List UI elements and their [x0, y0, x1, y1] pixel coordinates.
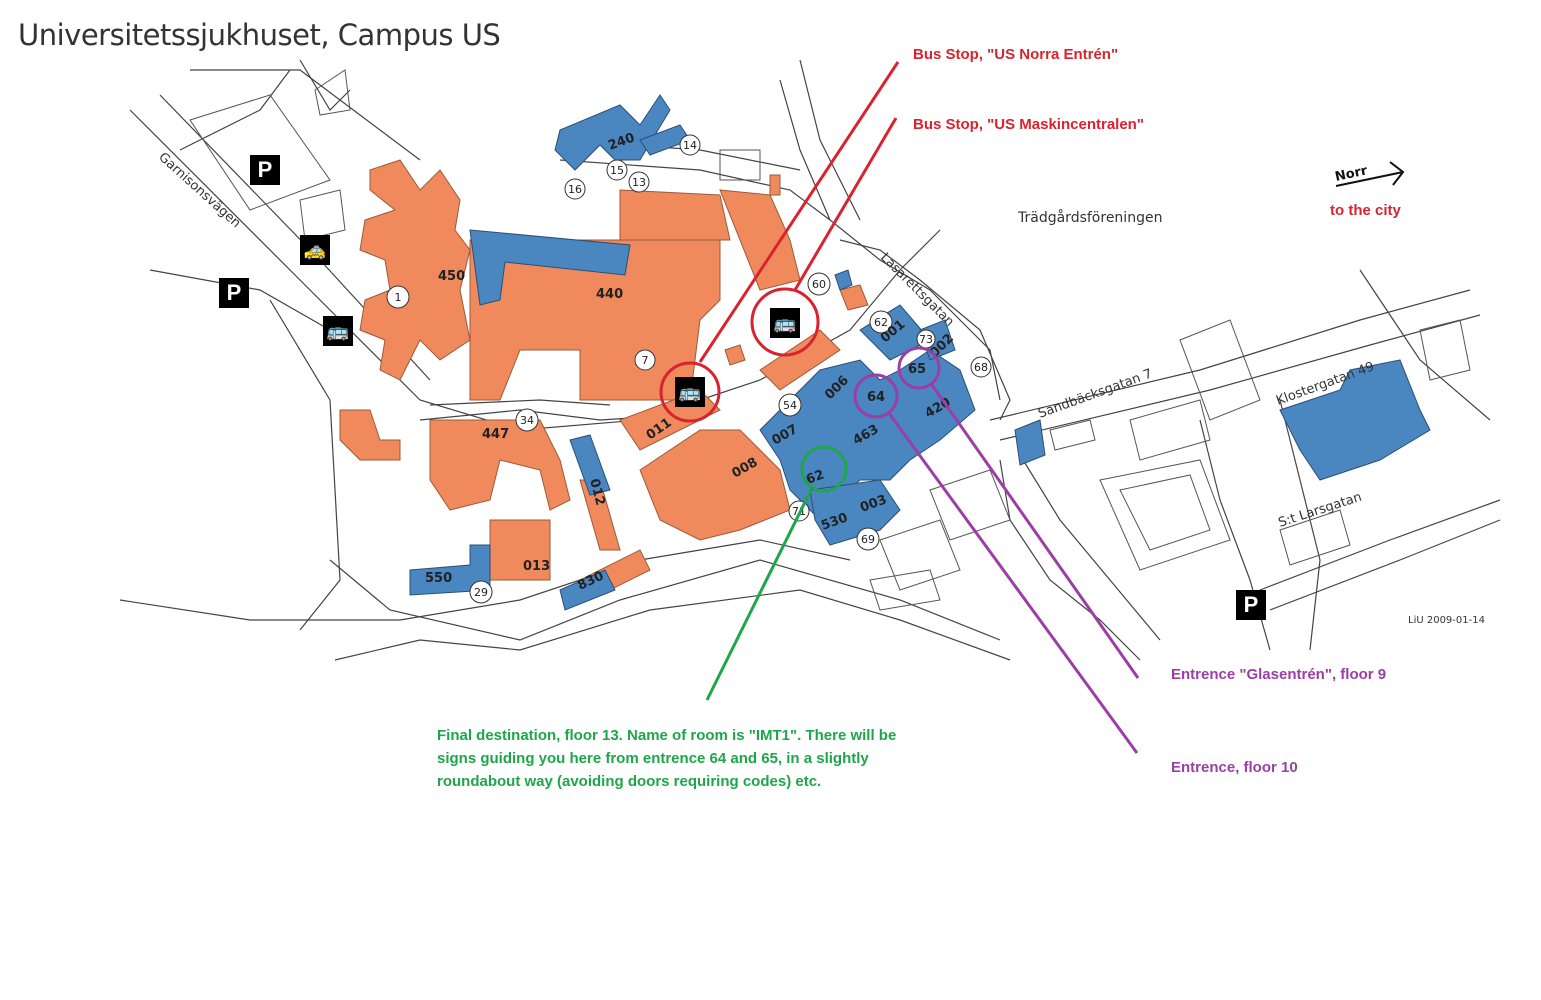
orange-buildings	[339, 159, 869, 601]
destination-marker	[705, 445, 848, 701]
blue-buildings	[409, 94, 1431, 611]
place-tradgard: Trädgårdsföreningen	[1018, 210, 1163, 226]
taxi-icon: 🚕	[300, 235, 330, 265]
marker-15: 15	[610, 164, 624, 177]
marker-62: 62	[874, 316, 888, 329]
marker-34: 34	[520, 414, 534, 427]
outline-buildings	[189, 69, 1471, 611]
entrance-glasentren-label: Entrence "Glasentrén", floor 9	[1171, 666, 1387, 683]
building-450: 450	[438, 269, 465, 284]
building-65: 65	[908, 362, 926, 377]
map-title: Universitetssjukhuset, Campus US	[18, 18, 501, 52]
parking-icon: P	[1236, 590, 1266, 620]
map-date-label: LiU 2009-01-14	[1408, 615, 1485, 626]
marker-14: 14	[683, 139, 697, 152]
street-garnison: Garnisonsvägen	[155, 150, 243, 231]
north-arrow-icon	[1335, 161, 1405, 187]
marker-69: 69	[861, 533, 875, 546]
building-447: 447	[482, 427, 509, 442]
marker-68: 68	[974, 361, 988, 374]
marker-7: 7	[642, 354, 649, 367]
marker-29: 29	[474, 586, 488, 599]
building-550: 550	[425, 571, 452, 586]
to-city-label: to the city	[1330, 202, 1401, 219]
bus-stop-norra-label: Bus Stop, "US Norra Entrén"	[913, 46, 1119, 63]
bus-stop-maskin-label: Bus Stop, "US Maskincentralen"	[913, 116, 1144, 133]
bus-stop-lines	[659, 61, 900, 423]
building-62: 62	[804, 467, 826, 487]
road-network	[119, 59, 1501, 661]
parking-icon: P	[250, 155, 280, 185]
parking-icon: P	[219, 278, 249, 308]
bus-icon: 🚌	[323, 316, 353, 346]
marker-60: 60	[812, 278, 826, 291]
marker-16: 16	[568, 183, 582, 196]
entrance-floor10-label: Entrence, floor 10	[1171, 759, 1298, 776]
building-64: 64	[867, 390, 885, 405]
bus-icon: 🚌	[675, 377, 705, 407]
marker-54: 54	[783, 399, 797, 412]
north-label: Norr	[1334, 163, 1370, 185]
marker-1: 1	[395, 291, 402, 304]
street-sandback: Sandbäcksgatan 7	[1036, 367, 1154, 422]
entrance-lines	[853, 346, 1140, 754]
final-destination-label: Final destination, floor 13. Name of roo…	[437, 727, 897, 790]
building-440: 440	[596, 287, 623, 302]
street-stlars: S:t Larsgatan	[1277, 490, 1364, 531]
marker-73: 73	[919, 333, 933, 346]
building-012: 012	[586, 477, 608, 507]
bus-icon: 🚌	[770, 308, 800, 338]
marker-13: 13	[632, 176, 646, 189]
marker-1-circle	[386, 285, 410, 309]
marker-labels: 1 7 34 13 14 15 16 29 54 60 62 68 69 71 …	[395, 139, 989, 599]
building-013: 013	[523, 559, 550, 574]
